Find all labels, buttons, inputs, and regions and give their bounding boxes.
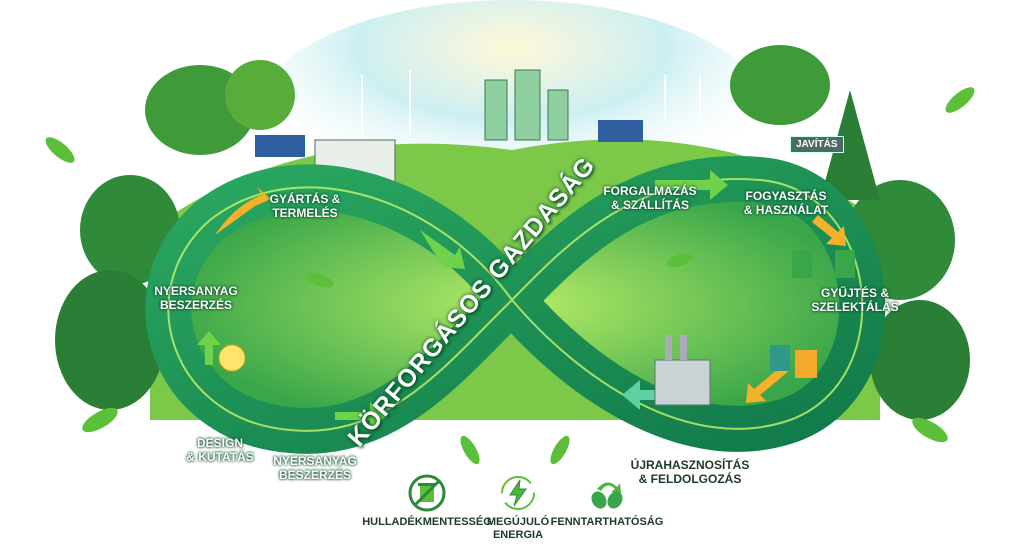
- principle-label: MEGÚJULÓ: [486, 516, 550, 528]
- recycling-machine: [654, 335, 711, 406]
- city: [484, 69, 569, 141]
- stage-design: DESIGN& KUTATÁS: [186, 436, 254, 464]
- arrow-icon: [335, 402, 386, 430]
- wind-turbines: [361, 70, 701, 140]
- stage-manufacturing: GYÁRTÁS &TERMELÉS: [270, 192, 341, 220]
- stage-label: ÚJRAHASZNOSÍTÁS: [630, 458, 750, 472]
- stage-label: NYERSANYAG: [273, 454, 357, 468]
- repair-sign: JAVÍTÁS: [790, 136, 844, 153]
- no-trash-icon: [408, 474, 446, 512]
- stage-label: & HASZNÁLAT: [743, 203, 829, 217]
- principle-zero-waste: HULLADÉKMENTESSÉG: [362, 516, 492, 529]
- loop-highlight: [167, 178, 864, 432]
- stage-label: & SZÁLLÍTÁS: [610, 198, 689, 212]
- arrow-icon: [215, 187, 271, 235]
- arrow-icon: [622, 380, 680, 410]
- principle-label: ENERGIA: [492, 529, 544, 541]
- stage-label: FORGALMAZÁS: [603, 184, 697, 198]
- arrow-icon: [812, 215, 846, 246]
- stage-label: GYŰJTÉS &: [820, 286, 889, 300]
- principle-label: FENNTARTHATÓSÁG: [550, 516, 664, 528]
- recycle-leaves-icon: [591, 482, 623, 509]
- arrow-icon: [746, 364, 790, 403]
- lightbulb-icon: [218, 344, 246, 372]
- arrow-icon: [420, 230, 465, 269]
- renewable-energy-icon: [501, 476, 535, 510]
- solar-panel: [598, 120, 643, 142]
- stage-label: FOGYASZTÁS: [745, 189, 827, 203]
- recycling-bins: [770, 250, 855, 378]
- stage-label: & FELDOLGOZÁS: [638, 472, 742, 486]
- stage-label: DESIGN: [196, 436, 244, 450]
- arrow-icon: [197, 331, 221, 365]
- stage-label: SZELEKTÁLÁS: [811, 300, 899, 314]
- stage-label: TERMELÉS: [272, 206, 338, 220]
- flow-arrows: [197, 170, 846, 430]
- leaves: [45, 87, 975, 465]
- principle-label: HULLADÉKMENTESSÉG: [362, 516, 492, 528]
- stage-label: & KUTATÁS: [186, 450, 254, 464]
- stage-label: BESZERZÉS: [159, 298, 233, 312]
- stage-consumption: FOGYASZTÁS& HASZNÁLAT: [744, 189, 828, 217]
- stage-distribution: FORGALMAZÁS& SZÁLLÍTÁS: [603, 184, 696, 212]
- stage-label: BESZERZÉS: [278, 468, 352, 482]
- stage-collection: GYŰJTÉS &SZELEKTÁLÁS: [811, 286, 898, 314]
- left-forest: [55, 60, 295, 410]
- stage-label: GYÁRTÁS &: [269, 192, 341, 206]
- stage-label: NYERSANYAG: [154, 284, 238, 298]
- principle-sustainability: FENNTARTHATÓSÁG: [551, 516, 664, 529]
- stage-recycling: ÚJRAHASZNOSÍTÁS& FELDOLGOZÁS: [631, 458, 750, 486]
- arrow-icon: [655, 170, 728, 200]
